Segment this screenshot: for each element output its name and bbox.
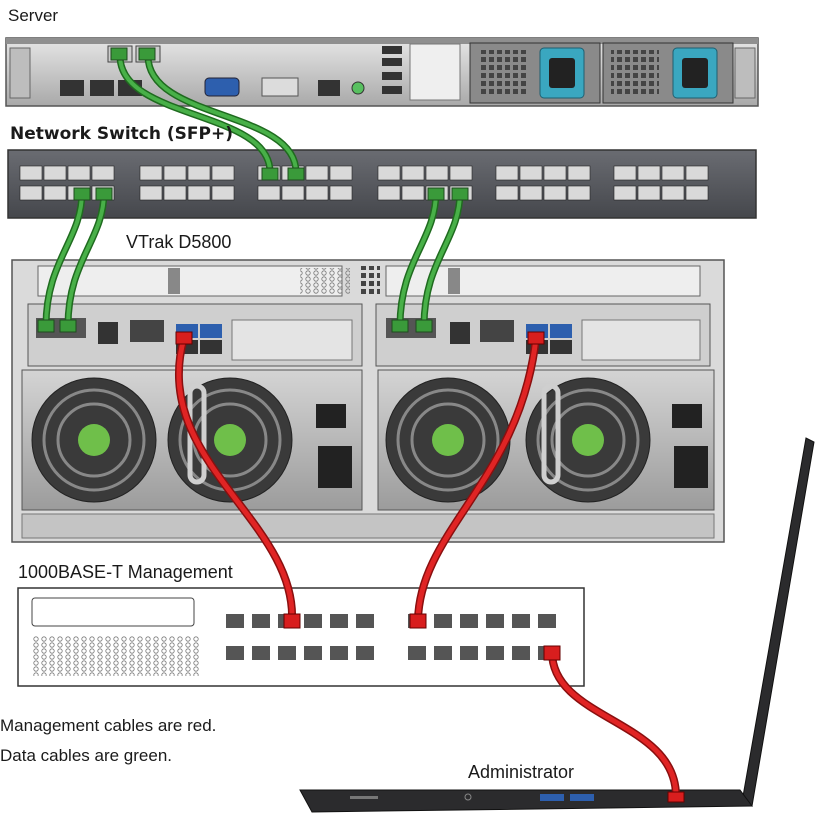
management-switch — [17, 587, 585, 687]
administrator-laptop — [299, 437, 815, 813]
server-power-button — [351, 81, 365, 95]
legend-management-cables: Management cables are red. — [0, 716, 217, 735]
management-switch-label: 1000BASE-T Management — [18, 562, 233, 582]
legend-data-cables: Data cables are green. — [0, 746, 172, 765]
data-cables — [37, 47, 469, 333]
vtrak-enclosure — [11, 259, 725, 543]
vtrak-controller-1 — [27, 303, 363, 367]
vtrak-psu-module-2 — [377, 369, 715, 511]
administrator-label: Administrator — [468, 762, 575, 782]
server-power-supply-2 — [602, 42, 734, 104]
server-unit — [5, 37, 759, 107]
management-cables — [174, 331, 685, 803]
vtrak-label: VTrak D5800 — [126, 232, 232, 252]
server-label: Server — [8, 6, 59, 25]
network-switch-label: Network Switch (SFP+) — [10, 124, 233, 144]
server-power-supply-1 — [469, 42, 601, 104]
server-vga-port — [204, 77, 240, 97]
vtrak-psu-module-1 — [21, 369, 363, 511]
network-switch — [7, 149, 757, 219]
